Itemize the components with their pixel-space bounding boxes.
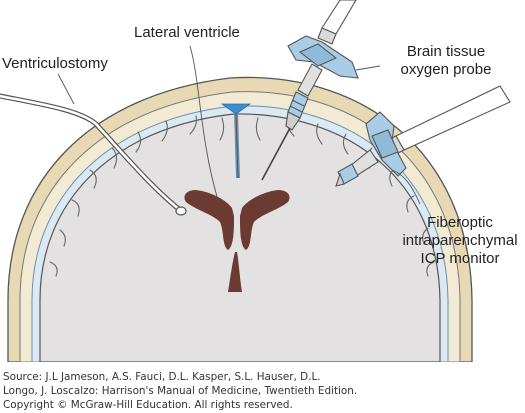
third-ventricle — [228, 252, 242, 292]
label-oxygen-probe: Brain tissue oxygen probe — [382, 43, 510, 79]
source-line-2: Longo, J. Loscalzo: Harrison's Manual of… — [3, 385, 358, 397]
ventriculostomy-catheter — [0, 93, 187, 216]
left-lateral-ventricle — [184, 190, 234, 250]
right-lateral-ventricle — [240, 190, 290, 250]
label-oxygen-probe-line1: Brain tissue — [406, 43, 486, 60]
source-citation: Source: J.L Jameson, A.S. Fauci, D.L. Ka… — [3, 370, 523, 412]
label-icp-monitor-line3: ICP monitor — [420, 250, 500, 267]
label-oxygen-probe-line2: oxygen probe — [400, 61, 492, 78]
label-icp-monitor-line1: Fiberoptic — [427, 214, 493, 231]
ventriculostomy-leader — [57, 73, 75, 105]
label-ventriculostomy: Ventriculostomy — [2, 55, 108, 72]
label-lateral-ventricle: Lateral ventricle — [134, 24, 240, 41]
source-line-1: Source: J.L Jameson, A.S. Fauci, D.L. Ka… — [3, 371, 321, 383]
label-icp-monitor: Fiberoptic intraparenchymal ICP monitor — [394, 214, 525, 268]
lateral-ventricle-leader — [189, 45, 219, 201]
source-line-3: Copyright © McGraw-Hill Education. All r… — [3, 399, 293, 411]
superior-sagittal-sinus — [220, 103, 252, 115]
icp-monitor-device — [335, 85, 511, 205]
intracranial-monitoring-diagram — [0, 0, 511, 362]
oxygen-probe-device — [261, 0, 381, 181]
label-icp-monitor-line2: intraparenchymal — [402, 232, 518, 249]
cortical-sulci — [49, 115, 435, 277]
